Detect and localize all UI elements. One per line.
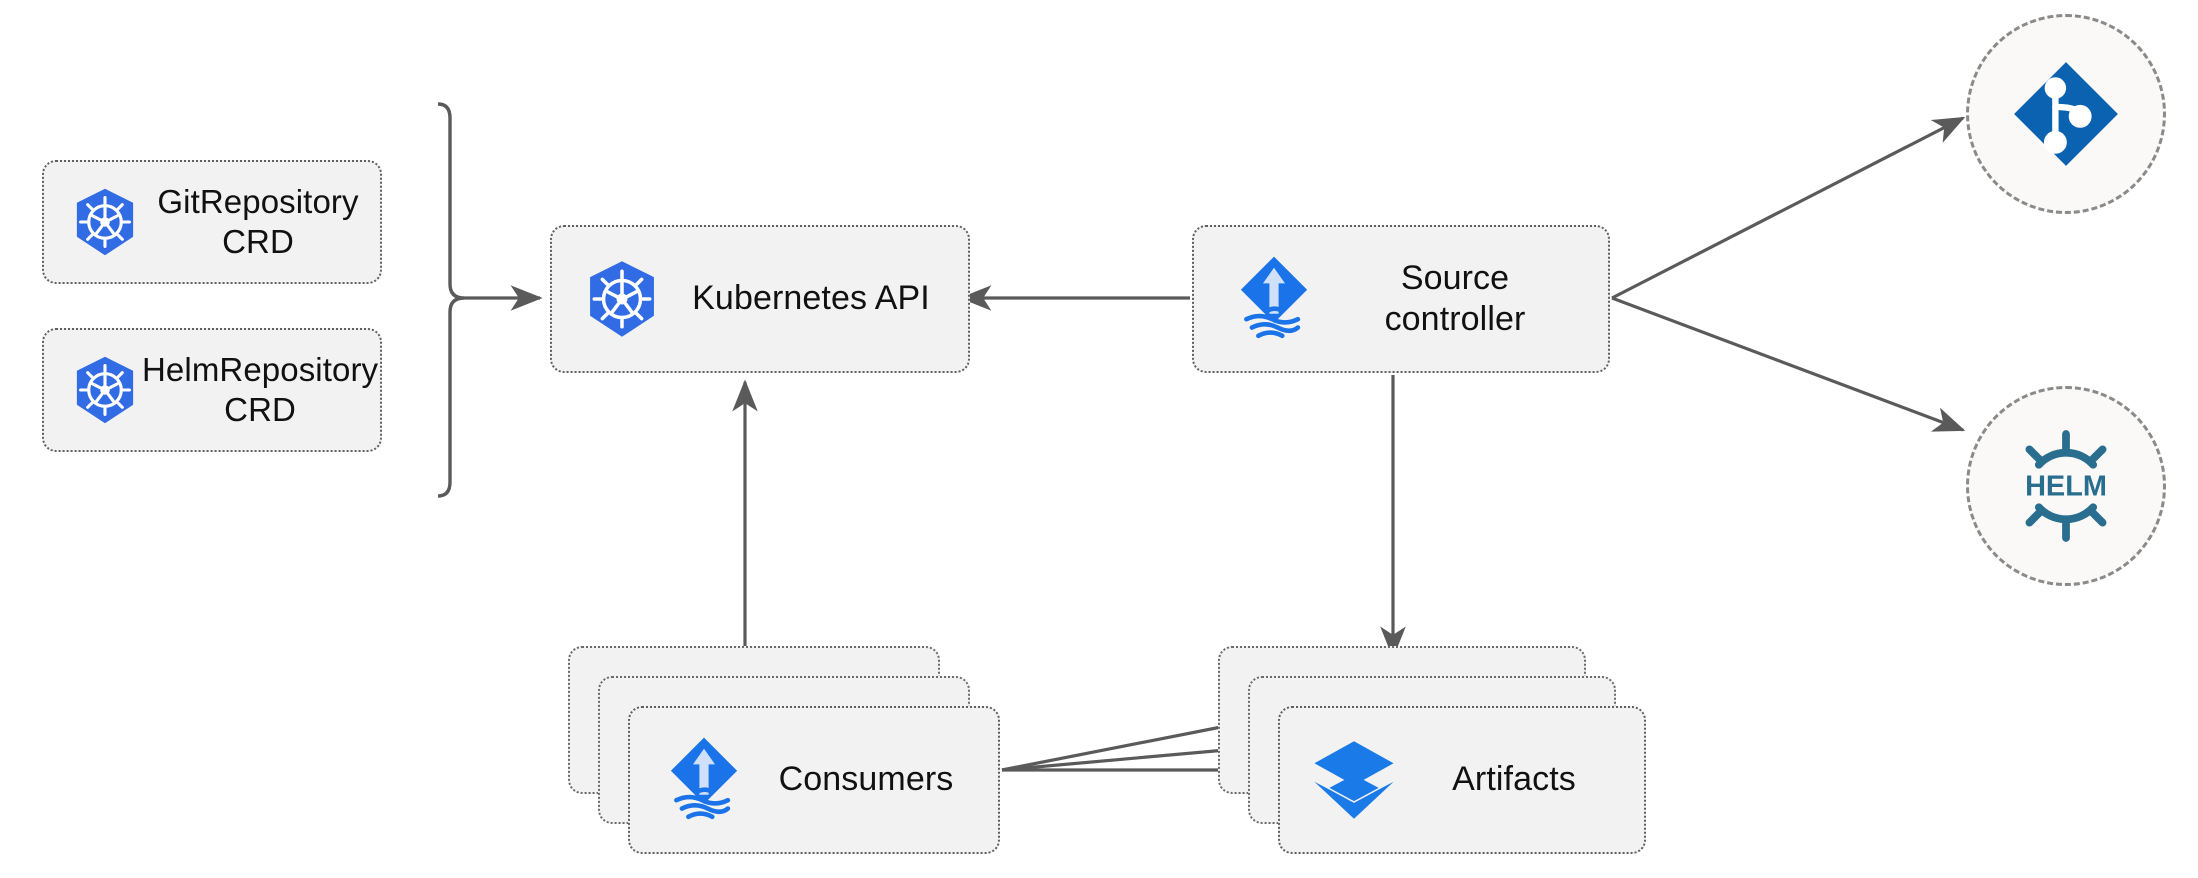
- helm-icon: HELM: [2025, 430, 2107, 542]
- node-kubernetes-api[interactable]: Kubernetes API: [550, 225, 970, 373]
- endpoint-helm[interactable]: HELM: [1966, 386, 2166, 586]
- kubernetes-api-label: Kubernetes API: [692, 279, 930, 318]
- helm-wordmark: HELM: [2025, 470, 2107, 502]
- edge-source-controller-to-helm: [1611, 296, 1966, 432]
- artifacts-label: Artifacts: [1452, 760, 1576, 799]
- kubernetes-icon: [68, 185, 142, 259]
- git-icon: [2014, 62, 2118, 166]
- kubernetes-icon: [68, 353, 142, 427]
- node-consumers[interactable]: Consumers: [628, 706, 1000, 854]
- flux-icon: [1228, 253, 1320, 345]
- consumers-label: Consumers: [778, 760, 954, 799]
- kubernetes-icon: [580, 257, 664, 341]
- flux-icon: [658, 734, 750, 826]
- node-artifacts[interactable]: Artifacts: [1278, 706, 1646, 854]
- endpoint-git[interactable]: [1966, 14, 2166, 214]
- edge-source-controller-to-git: [1611, 116, 1966, 300]
- crd-bracket: [437, 102, 465, 498]
- layers-icon: [1310, 736, 1398, 824]
